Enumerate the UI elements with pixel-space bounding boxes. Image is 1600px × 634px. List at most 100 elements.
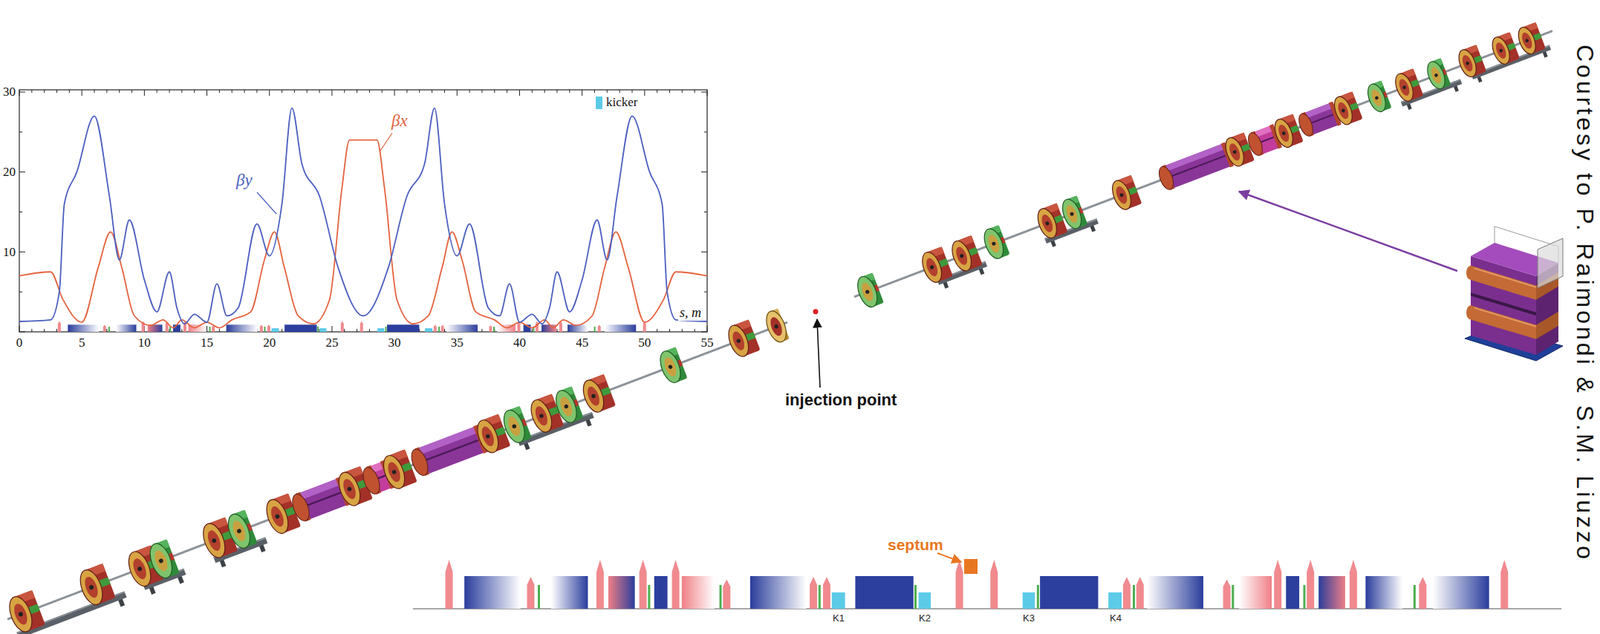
legend-label: kicker <box>606 95 638 110</box>
sextupole-magnet <box>1364 80 1393 115</box>
magnet-bore <box>864 289 870 295</box>
sextupole-marker <box>1132 585 1136 610</box>
magnet-face <box>1455 47 1479 80</box>
sextupole-magnet <box>1423 57 1451 92</box>
axis-tick <box>343 329 345 333</box>
copper-coil-side <box>1536 311 1559 340</box>
magnet-pole <box>859 281 876 304</box>
sextupole-marker <box>317 326 319 333</box>
magnet-bore <box>158 558 165 565</box>
axis-tick <box>193 89 195 93</box>
magnet-bore <box>1232 150 1237 155</box>
axis-tick <box>406 89 408 93</box>
magnet-face <box>5 594 37 634</box>
axis-tick-label: 45 <box>575 335 589 351</box>
magnet-bore <box>1402 85 1407 90</box>
credit-note: Courtesy to P. Raimondi & S.M. Liuzzo <box>1573 44 1598 563</box>
axis-tick-label: 20 <box>2 164 16 180</box>
quadrupole-magnet <box>918 246 954 286</box>
axis-tick <box>319 89 321 93</box>
magnet-pole <box>479 424 497 448</box>
dipole-marker <box>1039 576 1098 610</box>
kick-magnet-marker <box>319 328 327 333</box>
magnet-bore <box>211 537 217 543</box>
dipole-marker <box>226 324 258 333</box>
quad-marker <box>340 320 344 333</box>
leader-line <box>257 192 277 214</box>
magnet-face <box>1392 71 1417 104</box>
magnet-bore <box>929 265 935 271</box>
magnet-bore <box>346 486 353 492</box>
pointer-arrow <box>1238 191 1458 272</box>
magnet-bore <box>538 413 544 419</box>
axis-tick <box>369 329 370 333</box>
dipole-face <box>1245 130 1265 158</box>
axis-tick <box>707 89 708 96</box>
dipole-marker <box>387 324 419 333</box>
quad-marker <box>639 560 647 610</box>
axis-tick <box>456 89 458 96</box>
sextupole-magnet <box>854 272 884 310</box>
beam-pipe <box>7 322 788 620</box>
quad-marker <box>445 560 454 610</box>
axis-tick <box>156 89 158 93</box>
axis-tick <box>481 89 483 93</box>
kick-magnet-marker <box>1108 592 1122 610</box>
quad-marker <box>433 325 437 333</box>
magnet-bore <box>236 528 242 535</box>
axis-tick <box>31 329 32 333</box>
magnet-pole <box>768 315 785 338</box>
kick-magnet-marker <box>424 328 433 333</box>
magnet-face <box>918 249 946 286</box>
magnet-bore <box>17 612 24 619</box>
axis-tick <box>118 89 120 93</box>
beamline-render <box>5 22 1554 634</box>
axis-tick <box>106 329 107 333</box>
magnet-bore <box>1374 95 1379 101</box>
axis-tick <box>281 329 283 333</box>
magnet-pole <box>730 329 747 352</box>
axis-tick <box>331 89 333 96</box>
magnet-bore <box>736 338 742 344</box>
magnet-face <box>1109 178 1136 213</box>
magnet-face <box>335 469 365 509</box>
beta-plot <box>19 89 708 333</box>
magnet-bore <box>563 404 569 410</box>
axis-tick <box>418 89 420 93</box>
axis-tick <box>56 329 58 333</box>
axis-tick <box>444 89 445 93</box>
magnet-face <box>579 377 608 416</box>
axis-tick <box>694 329 696 333</box>
sextupole-marker <box>263 326 266 333</box>
magnet-pole <box>505 415 523 439</box>
dipole-face <box>1296 112 1316 139</box>
axis-tick <box>481 329 483 333</box>
axis-tick-label: 30 <box>388 335 402 351</box>
magnet-bore <box>1498 48 1504 53</box>
magnet-face <box>1221 135 1248 169</box>
callout-arrow <box>937 553 962 563</box>
dipole-marker <box>115 324 136 333</box>
callout-label: septum <box>887 536 944 555</box>
quadrupole-magnet <box>5 590 46 634</box>
sextupole-marker <box>1413 585 1416 610</box>
quad-marker <box>259 325 263 333</box>
axis-tick-label: 20 <box>262 335 276 351</box>
axis-tick <box>531 329 533 333</box>
magnet-pole <box>152 548 171 574</box>
axis-tick <box>56 89 58 93</box>
dipole-marker <box>681 576 715 610</box>
dipole-marker <box>1365 576 1402 610</box>
magnet-bore <box>88 584 95 591</box>
magnet-bore <box>1433 72 1439 78</box>
dipole-marker <box>464 576 521 610</box>
axis-tick <box>506 89 508 93</box>
axis-tick <box>19 326 21 333</box>
quad-marker <box>1306 560 1315 610</box>
beam-pipe <box>854 31 1553 298</box>
axis-tick <box>556 329 558 333</box>
callout-label: injection point <box>785 390 897 410</box>
sextupole-marker <box>493 326 495 333</box>
axis-tick <box>493 89 495 93</box>
